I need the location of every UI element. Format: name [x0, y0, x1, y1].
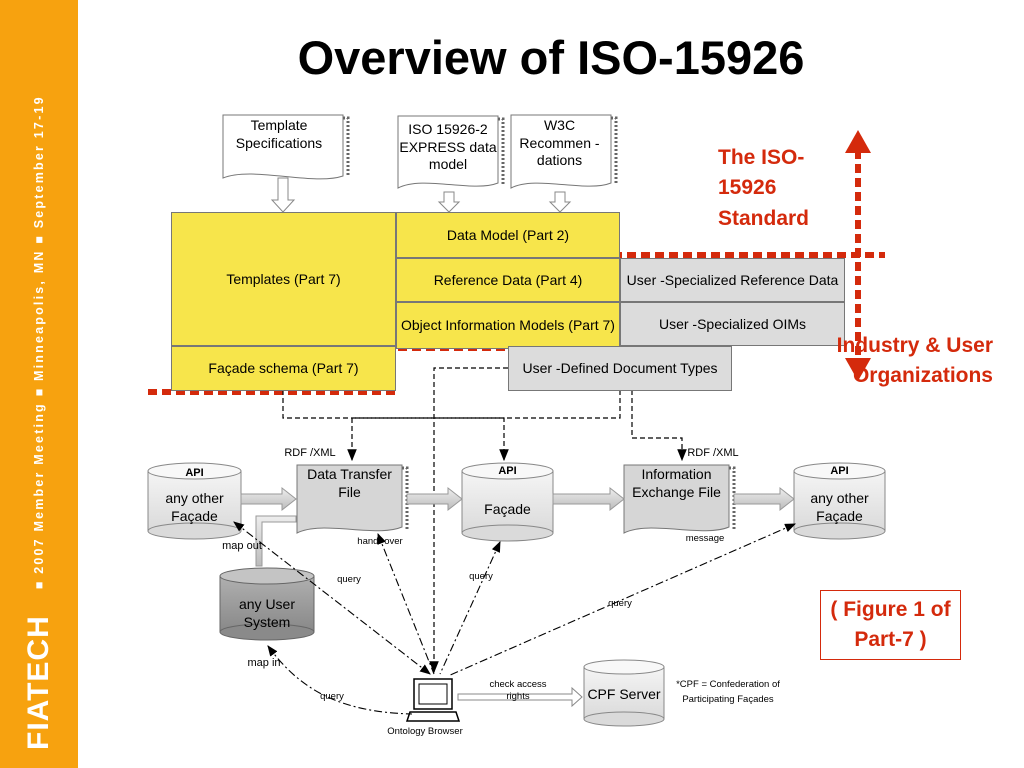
industry-annotation: Industry & User Organizations: [836, 334, 993, 388]
check-access-label: check access rights: [489, 679, 547, 703]
cpf-note: *CPF = Confederation of Participating Fa…: [676, 679, 780, 705]
ontology-browser-label: Ontology Browser: [387, 726, 463, 737]
query-label-4: query: [320, 691, 344, 702]
user-specialized-ref-data: User -Specialized Reference Data: [620, 258, 845, 302]
figure-reference-box: ( Figure 1 of Part-7 ): [820, 590, 961, 660]
facade-schema-part7: Façade schema (Part 7): [171, 346, 396, 391]
any-other-facade-left: any other Façade: [165, 490, 224, 524]
query-label-1: query: [337, 574, 361, 585]
query-label-2: query: [469, 571, 493, 582]
reference-data-part4: Reference Data (Part 4): [396, 258, 620, 302]
page-title: Overview of ISO-15926: [297, 31, 805, 84]
doc-iso-express: [397, 115, 505, 189]
template-specs-label: Template Specifications: [235, 117, 323, 151]
cpf-server-label: CPF Server: [587, 686, 661, 702]
any-other-facade-right: any other Façade: [810, 490, 869, 524]
doc-template-specs: [222, 114, 350, 180]
api-label-center: API: [498, 465, 517, 477]
w3c-label: W3C Recommen - dations: [519, 117, 600, 168]
cylinder-cpf-server: [583, 659, 665, 727]
doc-w3c: [510, 114, 618, 189]
data-model-part2: Data Model (Part 2): [396, 212, 620, 258]
templates-part7: Templates (Part 7): [171, 212, 396, 346]
map-in-label: map in: [247, 657, 281, 669]
rdf-xml-right: RDF /XML: [687, 447, 739, 459]
cylinder-facade: [461, 462, 554, 542]
doc-info-exchange-file: [623, 464, 736, 534]
computer-icon: [405, 678, 461, 722]
message-label: message: [685, 533, 725, 544]
user-defined-doc-types: User -Defined Document Types: [508, 346, 732, 391]
hand-over-label: hand -over: [357, 536, 403, 547]
standard-annotation: The ISO-15926 Standard: [718, 146, 810, 230]
user-specialized-oims: User -Specialized OIMs: [620, 302, 845, 346]
info-exchange-file-label: Information Exchange File: [632, 466, 721, 500]
cylinder-any-other-facade-left: [147, 462, 242, 540]
query-label-3: query: [608, 598, 632, 609]
oim-part7: Object Information Models (Part 7): [396, 302, 620, 349]
api-label-right: API: [830, 465, 849, 477]
any-user-system-label: any User System: [238, 596, 296, 630]
map-out-label: map out: [222, 540, 262, 552]
cylinder-any-other-facade-right: [793, 462, 886, 540]
data-transfer-file-label: Data Transfer File: [307, 466, 392, 500]
rdf-xml-left: RDF /XML: [284, 447, 336, 459]
sidebar: FIATECH ■ 2007 Member Meeting ■ Minneapo…: [0, 0, 78, 768]
api-label-left: API: [185, 467, 204, 479]
facade-label: Façade: [484, 501, 531, 517]
iso-express-label: ISO 15926-2 EXPRESS data model: [399, 121, 497, 172]
